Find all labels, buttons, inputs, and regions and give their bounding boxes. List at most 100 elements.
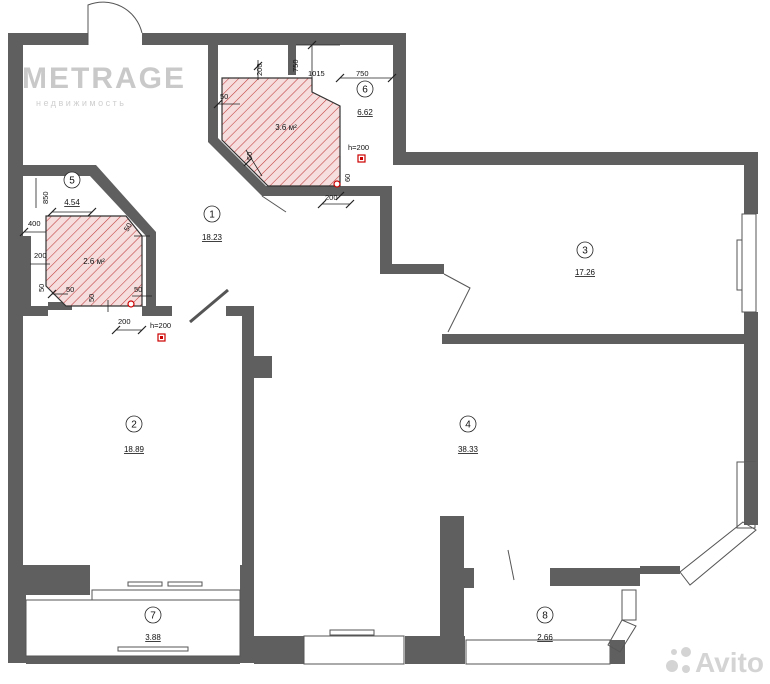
dimension-label: h=200: [348, 143, 369, 152]
room-label-6: 6 6.62: [356, 80, 374, 117]
hatched-zone-area: 3.6 м²: [275, 123, 297, 132]
wall: [340, 186, 392, 196]
wall: [288, 45, 296, 75]
wall: [48, 302, 72, 310]
window: [303, 635, 405, 665]
dimension-label: 50: [87, 294, 96, 302]
wall: [610, 640, 625, 664]
room-area: 18.23: [202, 233, 223, 242]
wall: [380, 264, 444, 274]
dimension-label: 200: [325, 193, 338, 202]
dimension-label: 200: [255, 63, 264, 76]
wall: [240, 565, 254, 663]
dimension-lines: [19, 40, 397, 335]
metrage-logo: METRAGE недвижимость: [22, 62, 184, 108]
wall: [254, 356, 272, 378]
window: [167, 581, 203, 587]
wall: [142, 306, 172, 316]
dimension-label: 50: [134, 285, 142, 294]
room-area: 6.62: [357, 108, 373, 117]
room-area: 18.89: [124, 445, 145, 454]
room-label-4: 4 38.33: [458, 415, 479, 454]
dimension-label: 60: [343, 174, 352, 182]
dimension-label: h=200: [150, 321, 171, 330]
room-number: 1: [209, 210, 215, 221]
room-number: 8: [542, 611, 548, 622]
dimension-label: 750: [291, 59, 300, 72]
door-swing: [443, 273, 471, 333]
balcony-frame: [25, 599, 241, 657]
wall: [254, 636, 304, 664]
room-area: 17.26: [575, 268, 596, 277]
dimension-label: 850: [41, 191, 50, 204]
room-label-2: 2 18.89: [124, 415, 145, 454]
wall: [8, 33, 88, 45]
outer-walls: [8, 33, 758, 665]
wall: [393, 33, 406, 163]
wall: [393, 152, 758, 165]
dimension-label: 50: [245, 152, 254, 160]
dimension-label: 50: [122, 221, 134, 233]
window: [741, 213, 757, 313]
room-area: 2.66: [537, 633, 553, 642]
dimension-label: 200: [118, 317, 131, 326]
room-number: 4: [465, 420, 471, 431]
wall: [405, 636, 465, 664]
room-number: 3: [582, 246, 588, 257]
wall: [640, 566, 680, 574]
wall: [380, 186, 392, 268]
wall: [23, 236, 31, 306]
room-label-7: 7 3.88: [144, 606, 162, 642]
wall: [550, 568, 640, 586]
wall: [142, 33, 406, 45]
dimension-label: 50: [220, 92, 228, 101]
window: [117, 646, 189, 652]
dimension-label: 50: [37, 284, 46, 292]
balcony-frame: [621, 589, 637, 621]
bay-window: [679, 521, 757, 586]
dimension-label: 400: [28, 219, 41, 228]
wall: [440, 516, 464, 636]
entrance-door: [87, 1, 143, 45]
window: [127, 581, 163, 587]
room-area: 3.88: [145, 633, 161, 642]
room-number: 2: [131, 420, 137, 431]
room-number: 6: [362, 85, 368, 96]
wall: [23, 165, 156, 310]
door-swing: [507, 549, 515, 581]
room-area: 4.54: [64, 198, 80, 207]
wall: [744, 152, 758, 214]
dimension-label: 1015: [308, 69, 325, 78]
room-label-1: 1 18.23: [202, 205, 223, 242]
plumbing-markers: [127, 154, 366, 342]
door-swing: [261, 195, 287, 213]
door: [189, 288, 229, 324]
window: [91, 589, 241, 601]
window: [329, 629, 375, 636]
room-label-3: 3 17.26: [575, 241, 596, 277]
wall: [8, 306, 48, 316]
dimension-label: 200: [34, 251, 47, 260]
wall: [8, 33, 23, 663]
avito-logo: Avito: [666, 647, 764, 678]
room-area: 38.33: [458, 445, 479, 454]
balcony-frame: [607, 619, 637, 653]
room-label-8: 8 2.66: [536, 606, 554, 642]
dimension-label: 50: [66, 285, 74, 294]
room-number: 7: [150, 611, 156, 622]
wall: [442, 334, 744, 344]
logo-tagline: недвижимость: [36, 98, 126, 108]
dimension-label: 750: [356, 69, 369, 78]
wall: [242, 306, 254, 566]
room-label-5: 5 4.54: [63, 171, 81, 207]
hatched-zone-area: 2.6 м²: [83, 257, 105, 266]
avito-wordmark: Avito: [695, 647, 764, 678]
wall: [8, 595, 26, 663]
balcony-frame: [465, 639, 611, 665]
room-number: 5: [69, 176, 75, 187]
wall: [26, 656, 240, 664]
wall: [744, 312, 758, 464]
window: [736, 239, 743, 291]
wall: [226, 306, 254, 316]
